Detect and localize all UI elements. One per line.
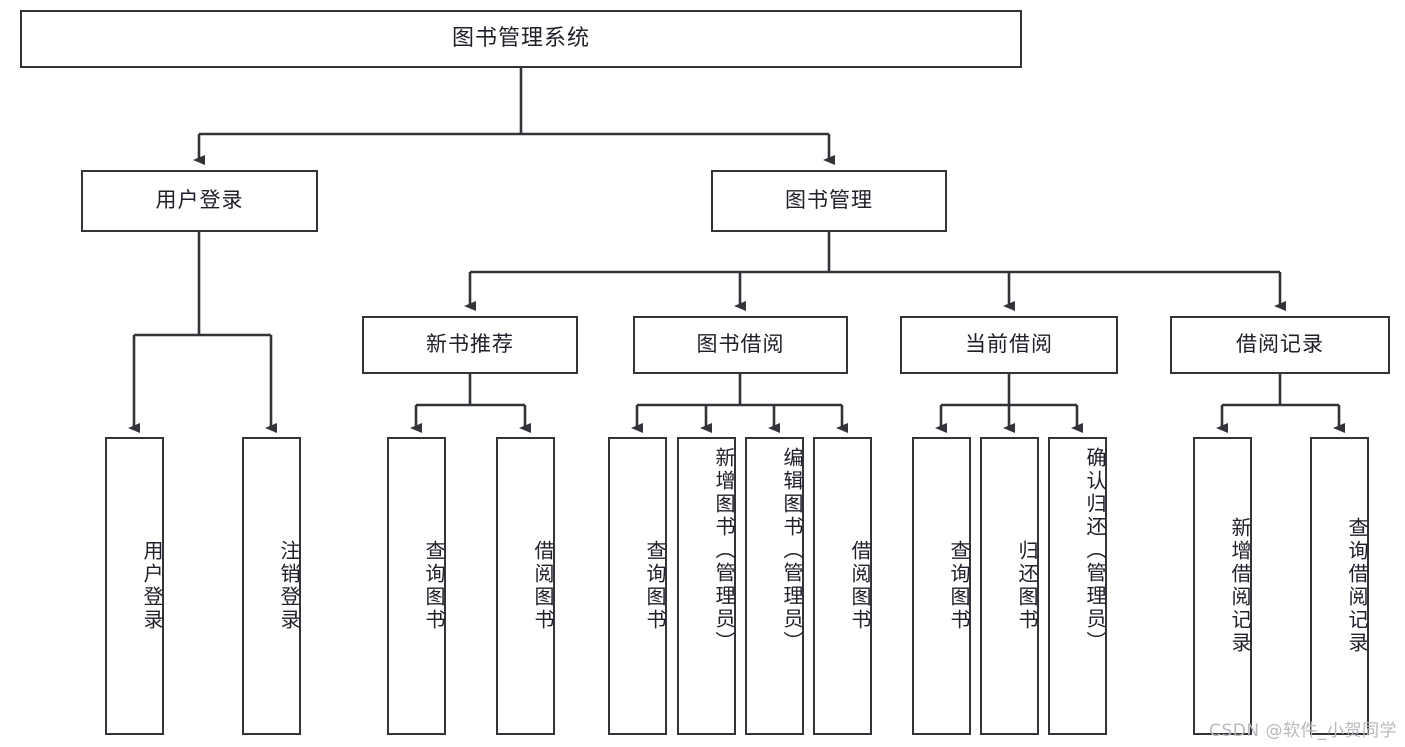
node-label: 借阅记录 xyxy=(1236,332,1324,357)
node-borrowing-record[interactable]: 借阅记录 xyxy=(1170,316,1390,374)
leaf-current-query-books[interactable]: 查询图书 xyxy=(912,437,971,735)
leaf-borrow-borrow-books[interactable]: 借阅图书 xyxy=(813,437,872,735)
node-label: 图书借阅 xyxy=(696,332,785,357)
leaf-record-query-borrow-record[interactable]: 查询借阅记录 xyxy=(1310,437,1369,735)
leaf-user-login-login[interactable]: 用户登录 xyxy=(105,437,164,735)
node-label: 借阅图书 xyxy=(531,540,555,632)
node-label: 归还图书 xyxy=(1015,540,1039,632)
node-label: 确认归还（管理员） xyxy=(1083,447,1107,654)
node-label: 新增图书（管理员） xyxy=(712,447,736,654)
node-label: 查询图书 xyxy=(643,540,667,632)
leaf-current-return-books[interactable]: 归还图书 xyxy=(980,437,1039,735)
leaf-borrow-edit-book-admin[interactable]: 编辑图书（管理员） xyxy=(745,437,804,735)
node-new-book-recommendation[interactable]: 新书推荐 xyxy=(362,316,578,374)
node-label: 编辑图书（管理员） xyxy=(780,447,804,654)
node-label: 图书管理 xyxy=(785,188,873,213)
node-book-borrowing[interactable]: 图书借阅 xyxy=(633,316,848,374)
node-label: 当前借阅 xyxy=(965,332,1053,357)
node-label: 查询借阅记录 xyxy=(1345,517,1369,655)
node-label: 借阅图书 xyxy=(848,540,872,632)
node-label: 用户登录 xyxy=(140,540,164,632)
node-user-login[interactable]: 用户登录 xyxy=(81,170,318,232)
leaf-user-login-logout[interactable]: 注销登录 xyxy=(242,437,301,735)
leaf-borrow-query-books[interactable]: 查询图书 xyxy=(608,437,667,735)
watermark: CSDN @软件_小贺同学 xyxy=(1209,721,1397,741)
node-label: 查询图书 xyxy=(422,540,446,632)
node-label: 用户登录 xyxy=(155,188,244,213)
node-current-borrowing[interactable]: 当前借阅 xyxy=(900,316,1118,374)
leaf-new-book-query-books[interactable]: 查询图书 xyxy=(387,437,446,735)
leaf-new-book-borrow-books[interactable]: 借阅图书 xyxy=(496,437,555,735)
node-label: 图书管理系统 xyxy=(451,25,590,51)
leaf-record-add-borrow-record[interactable]: 新增借阅记录 xyxy=(1193,437,1252,735)
node-book-management[interactable]: 图书管理 xyxy=(711,170,947,232)
node-label: 新增借阅记录 xyxy=(1228,517,1252,655)
leaf-borrow-add-book-admin[interactable]: 新增图书（管理员） xyxy=(677,437,736,735)
node-root-book-management-system[interactable]: 图书管理系统 xyxy=(20,10,1022,68)
node-label: 注销登录 xyxy=(277,540,301,632)
leaf-current-confirm-return-admin[interactable]: 确认归还（管理员） xyxy=(1048,437,1107,735)
node-label: 查询图书 xyxy=(947,540,971,632)
node-label: 新书推荐 xyxy=(426,332,514,357)
